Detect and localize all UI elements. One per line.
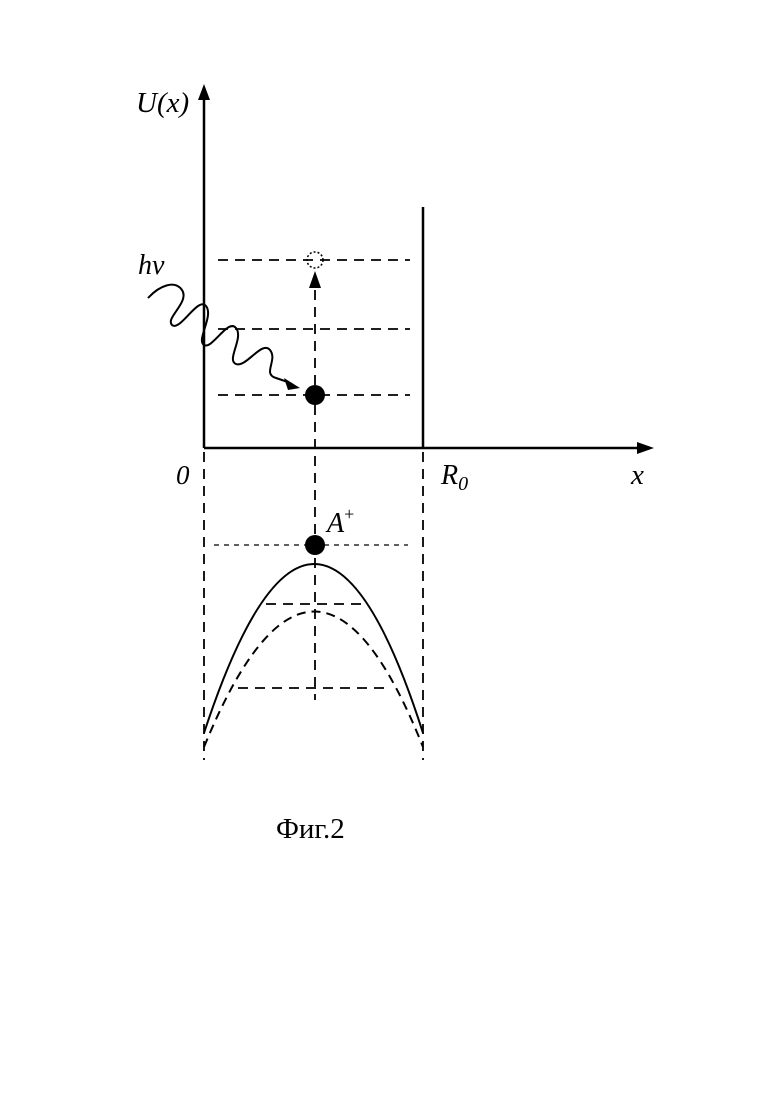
photon-label: hv [138,250,165,281]
ion-letter: A [325,508,345,539]
well-edge-letter: R [440,460,458,491]
y-axis-label: U(x) [136,87,189,119]
ion-dot [305,535,325,555]
potential-curve-solid [204,564,423,733]
y-axis-arrow-icon [198,84,210,100]
origin-label: 0 [176,460,190,490]
photon-arrow-icon [284,378,300,390]
ion-label: A+ [325,504,354,539]
well-edge-subscript: 0 [458,473,468,495]
potential-curve-dashed [204,612,423,748]
well-edge-label: R0 [440,460,468,495]
transition-arrow-icon [309,271,321,288]
figure-caption: Фиг.2 [276,813,345,845]
ion-charge-superscript: + [344,504,354,524]
photon-wave [148,285,292,384]
x-axis-label: x [630,459,644,491]
electron-dot [305,385,325,405]
x-axis-arrow-icon [637,442,654,454]
